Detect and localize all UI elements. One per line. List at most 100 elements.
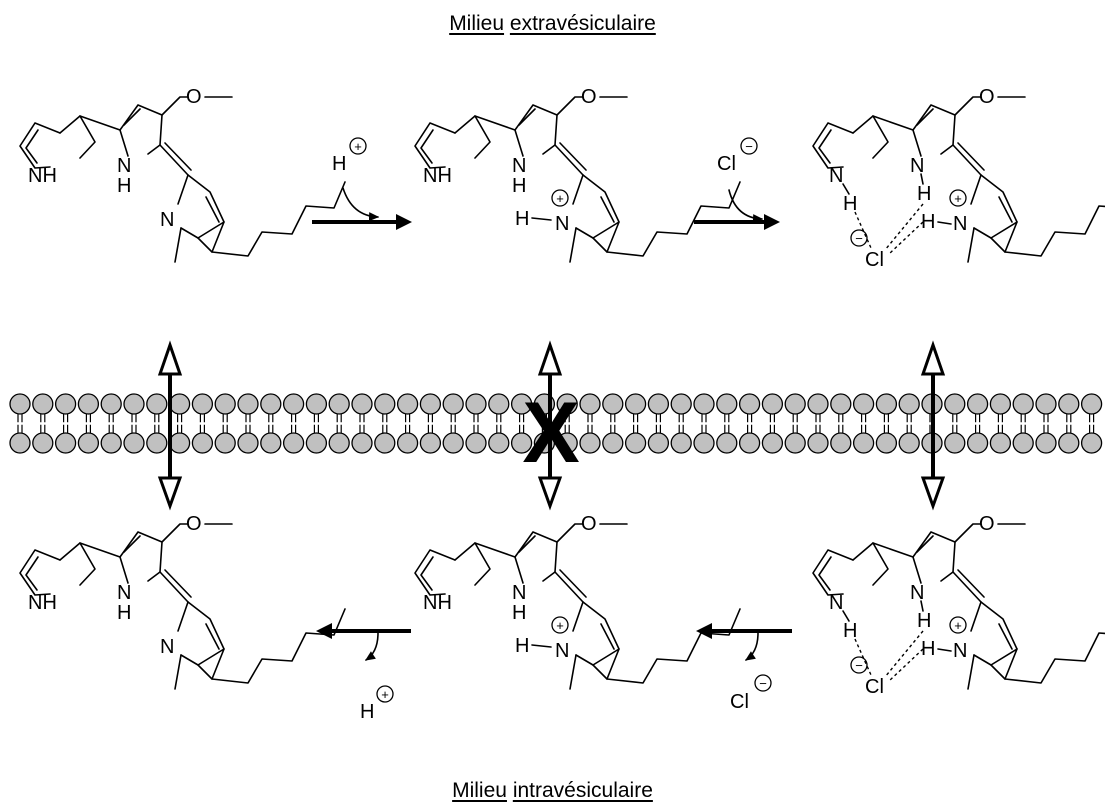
bond [514, 531, 558, 582]
lipid-head-top [396, 393, 419, 415]
lipid-head-top [328, 393, 350, 415]
hydrogen-bond [888, 221, 924, 255]
lipid-head-bottom [488, 432, 510, 454]
chloride-charge: − [855, 658, 863, 673]
lipid-head-top [852, 393, 875, 415]
lipid-head-top [624, 393, 647, 415]
ring-b-h-label: H [512, 175, 526, 197]
lipid-head-bottom [1080, 432, 1103, 454]
lipid-head-bottom [351, 432, 373, 454]
bond [912, 556, 922, 584]
ring-c-charge: + [556, 191, 564, 206]
lipid-head-top [123, 393, 145, 415]
lipid-head-top [282, 393, 305, 415]
bond [818, 556, 832, 591]
lipid-head-top [32, 393, 54, 415]
oxygen-label: O [581, 86, 597, 108]
proton-label-top: H [332, 153, 346, 175]
bond [59, 115, 96, 159]
lipid-head-top [442, 393, 464, 415]
bond [554, 144, 584, 176]
bond [454, 115, 491, 159]
lipid-head-top [670, 393, 692, 415]
lipid-head-bottom [556, 432, 578, 454]
bond [420, 129, 434, 164]
lipid-head-bottom [100, 432, 122, 454]
bond [1004, 648, 1018, 680]
bond [572, 174, 584, 205]
bond [119, 104, 163, 155]
reaction-arrow-chloride-release: Cl − [696, 623, 792, 713]
bond [912, 104, 956, 155]
bond [79, 542, 121, 558]
lipid-head-bottom [1012, 432, 1034, 454]
pyrrole-nh-label: NH [28, 165, 57, 187]
blocked-cross: X [522, 385, 579, 481]
lipid-head-top [875, 393, 898, 415]
bond [159, 571, 189, 603]
pyrrole-nh-label: NH [28, 592, 57, 614]
bond [606, 221, 620, 253]
bond [559, 142, 587, 171]
lipid-head-bottom [830, 432, 852, 454]
bond [474, 542, 516, 558]
lipid-head-top [77, 393, 100, 415]
lipid-head-bottom [282, 432, 305, 454]
chloride-charge-top: − [745, 139, 753, 154]
lipid-head-bottom [1058, 432, 1080, 454]
bond [920, 173, 924, 185]
lipid-head-bottom [784, 432, 806, 454]
lipid-head-bottom [465, 432, 487, 454]
bond [161, 96, 189, 116]
bond [600, 623, 615, 650]
lipid-head-bottom [237, 432, 259, 454]
reaction-arrow-chloride-binding: Cl − [694, 137, 780, 230]
bond [957, 569, 985, 598]
pyrrole-n-label: N [829, 165, 843, 187]
caption-intravesicular: Milieu intravésiculaire [0, 779, 1105, 803]
lipid-head-top [191, 393, 214, 415]
chloride-label-bottom: Cl [730, 691, 749, 713]
lipid-head-bottom [875, 432, 898, 454]
bond [998, 623, 1013, 650]
bond [197, 608, 346, 684]
lipid-head-bottom [898, 432, 920, 454]
ring-b-n-label: N [117, 155, 131, 177]
bond [916, 108, 934, 126]
bond [164, 569, 192, 598]
bond [1004, 221, 1018, 253]
bond [916, 535, 934, 553]
bond [872, 115, 914, 131]
lipid-head-bottom [374, 432, 396, 454]
lipid-head-top [305, 393, 328, 415]
bond [197, 181, 346, 257]
bond [812, 549, 854, 596]
bond [606, 648, 620, 680]
bond [123, 535, 141, 553]
chloride-label: Cl [865, 676, 884, 698]
bond [211, 648, 225, 680]
caption-bottom-word1: Milieu [452, 779, 507, 802]
lipid-head-top [693, 393, 715, 415]
lipid-head-top [602, 393, 624, 415]
bond [174, 654, 182, 690]
chloride-label: Cl [865, 249, 884, 271]
bond [957, 142, 985, 171]
lipid-head-bottom [944, 432, 966, 454]
reaction-arrow-deprotonation: H + [316, 623, 411, 723]
pyrrole-h-label: H [843, 620, 857, 642]
bond [159, 144, 189, 176]
bond [180, 601, 225, 666]
ring-b-h-label: H [117, 602, 131, 624]
bond [937, 648, 952, 652]
bond [970, 174, 982, 205]
lipid-head-bottom [191, 432, 214, 454]
ring-c-charge-ring [551, 616, 569, 634]
lipid-head-top [579, 393, 601, 415]
lipid-head-bottom [9, 432, 31, 454]
ring-c-n-label: N [555, 213, 569, 235]
